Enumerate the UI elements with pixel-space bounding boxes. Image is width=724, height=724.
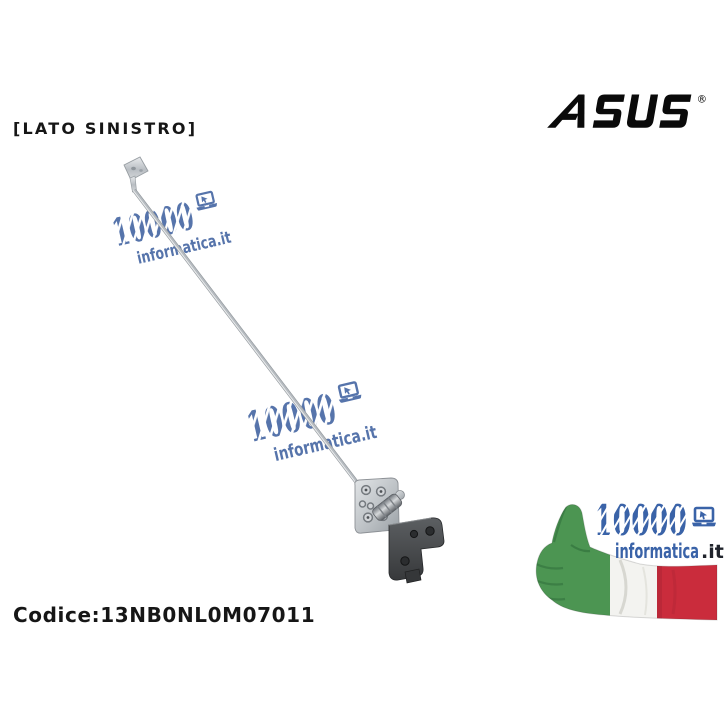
laptop-icon [195,190,218,211]
watermark-top: 10000 informatica.it [108,190,233,268]
product-code: Codice:13NB0NL0M07011 [13,603,316,627]
asus-registered-mark: ® [697,93,708,105]
laptop-icon [692,506,716,527]
badge-number: 10000 [594,496,687,545]
badge-domain: informatica [615,539,699,563]
badge-domain-tld: .it [701,541,724,563]
side-label: [LATO SINISTRO] [13,119,198,138]
laptop-icon [337,381,362,403]
hinge-top-bracket [123,156,149,193]
asus-logo: ® [547,93,708,128]
hinge-barrel [372,490,405,521]
hinge-rod [132,188,362,488]
seller-badge: 10000 informatica .it [535,496,724,621]
hinge-dark-bracket [388,517,445,584]
asus-logo-letters [547,94,692,128]
